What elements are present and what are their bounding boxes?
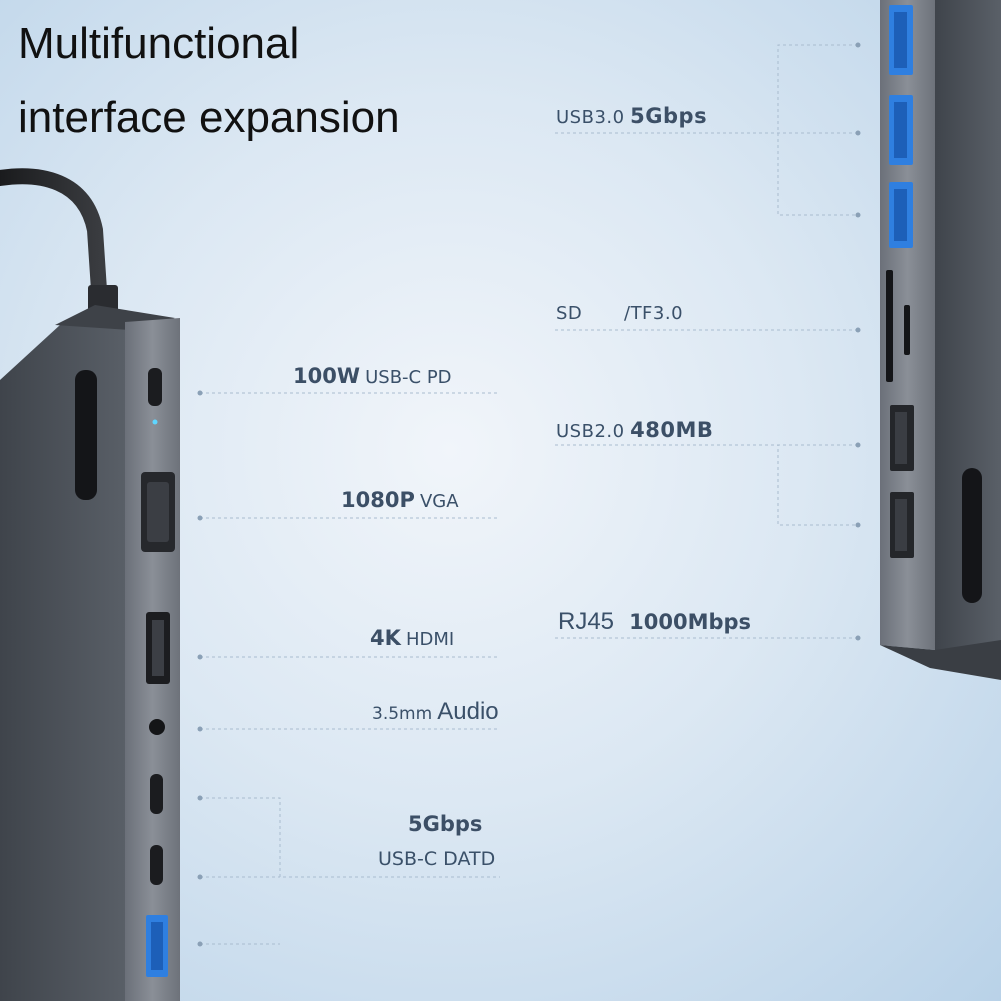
hdmi-resolution: 4K — [370, 626, 401, 650]
right-side-card-slot — [962, 468, 982, 603]
label-usb3: USB3.0 5Gbps — [556, 106, 707, 127]
left-side-card-slot — [75, 370, 97, 500]
right-leader-lines — [555, 44, 858, 639]
left-hub-side — [0, 318, 130, 1001]
hdmi-type: HDMI — [405, 629, 455, 650]
label-vga: 1080P VGA — [341, 490, 459, 511]
rj45-speed: 1000Mbps — [629, 610, 752, 634]
label-usb-c-pd: 100W USB-C PD — [293, 366, 452, 387]
audio-size: 3.5mm — [372, 704, 433, 724]
label-audio: 3.5mm Audio — [372, 700, 499, 724]
label-rj45: RJ45 1000Mbps — [558, 610, 751, 634]
tf-type: /TF3.0 — [624, 303, 684, 324]
heading-line-2: interface expansion — [18, 93, 400, 142]
usb-c-cable — [0, 168, 108, 313]
usb-c-pd-port-icon — [148, 368, 162, 406]
right-leader-dots — [855, 42, 861, 641]
usb3-type: USB3.0 — [556, 107, 625, 128]
heading-line-1: Multifunctional — [18, 19, 300, 68]
right-hub-side — [935, 0, 1001, 660]
pd-power: 100W — [293, 364, 360, 388]
usb-c-data-speed: 5Gbps — [408, 812, 483, 836]
pd-type: USB-C PD — [365, 367, 452, 388]
label-tf: /TF3.0 — [624, 305, 683, 323]
tf-slot-icon — [904, 305, 910, 355]
left-leader-lines — [200, 392, 500, 945]
label-usb-c-data-speed: 5Gbps — [408, 814, 482, 835]
usb-c-data-port-2-icon — [150, 845, 163, 885]
label-usb-c-data-type: USB-C DATD — [378, 850, 495, 869]
usb2-type: USB2.0 — [556, 421, 625, 442]
power-led-icon — [152, 419, 158, 425]
sd-slot-icon — [886, 270, 893, 382]
label-hdmi: 4K HDMI — [370, 628, 454, 649]
vga-type: VGA — [419, 491, 459, 512]
right-hub-bottom — [880, 640, 1001, 680]
usb-c-data-port-1-icon — [150, 774, 163, 814]
usb-c-data-type: USB-C DATD — [378, 848, 496, 870]
usb3-speed: 5Gbps — [630, 104, 708, 128]
audio-type: Audio — [437, 698, 499, 725]
left-leader-dots — [197, 390, 203, 947]
vga-resolution: 1080P — [341, 488, 415, 512]
label-usb2: USB2.0 480MB — [556, 420, 713, 441]
usb2-speed: 480MB — [630, 418, 714, 442]
rj45-type: RJ45 — [558, 608, 615, 635]
audio-jack-icon — [149, 719, 165, 735]
label-sd-tf: SD — [556, 305, 582, 323]
sd-type: SD — [556, 303, 583, 324]
